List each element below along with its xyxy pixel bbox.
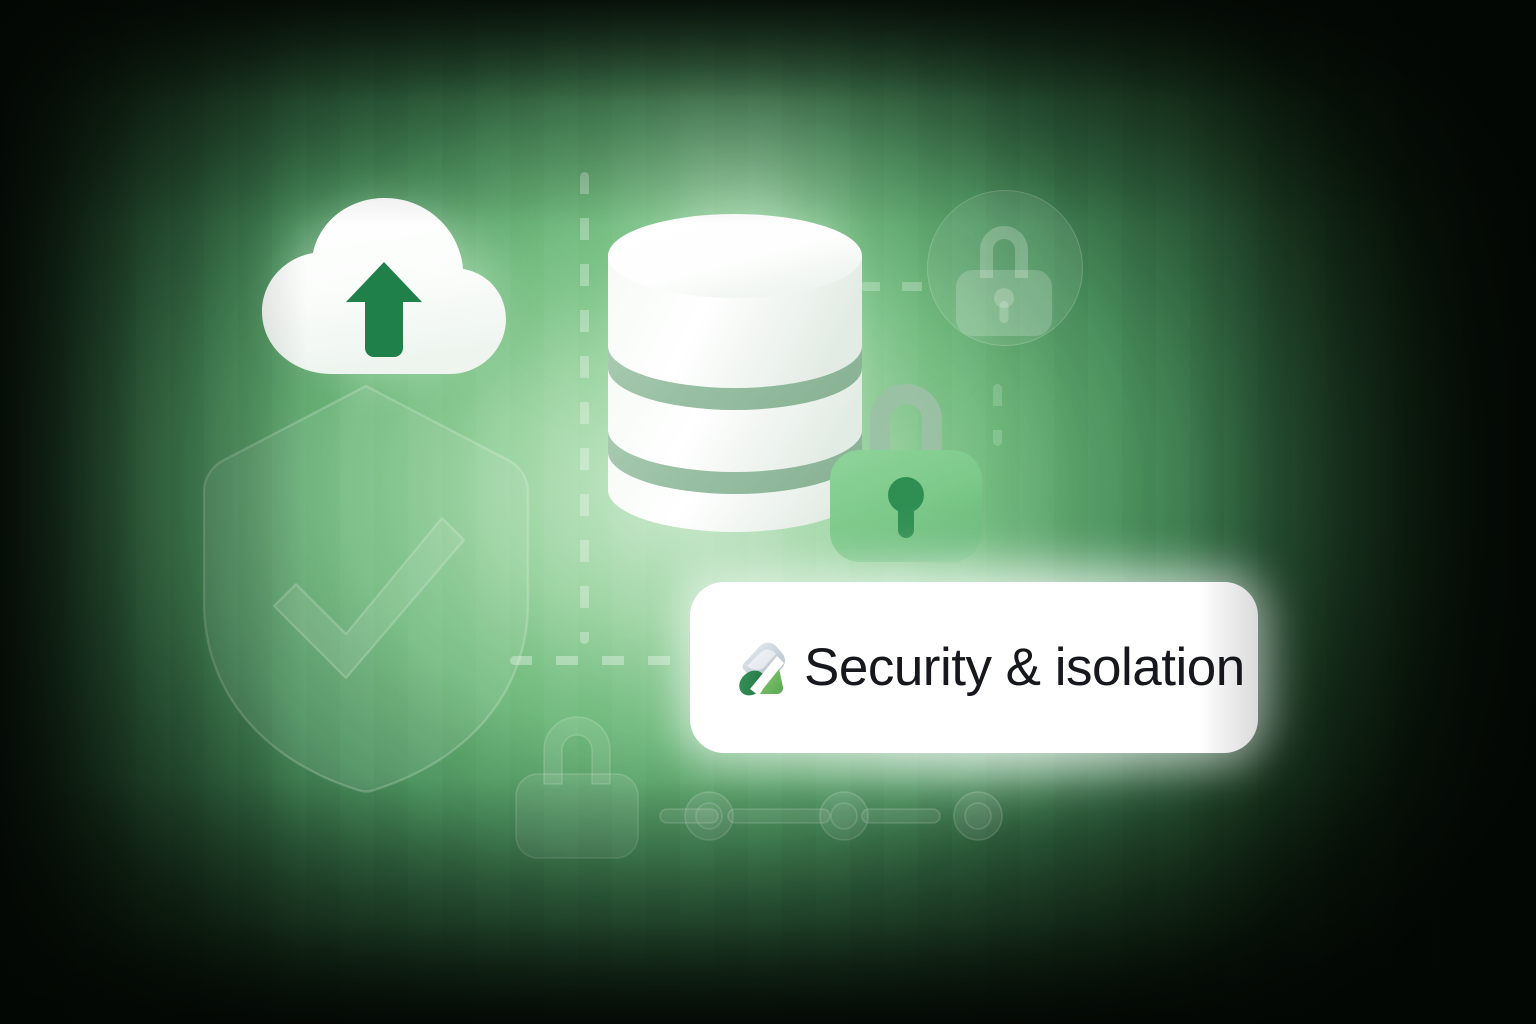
cloud-upload-icon: [258, 196, 510, 382]
dashed-connector-lock-vertical: [993, 384, 1002, 446]
neon-logo-icon: [730, 637, 792, 699]
padlock-small-icon: [952, 212, 1056, 338]
security-isolation-card[interactable]: Security & isolation: [690, 582, 1258, 753]
shield-check-icon: [196, 378, 536, 798]
card-title: Security & isolation: [804, 638, 1245, 697]
